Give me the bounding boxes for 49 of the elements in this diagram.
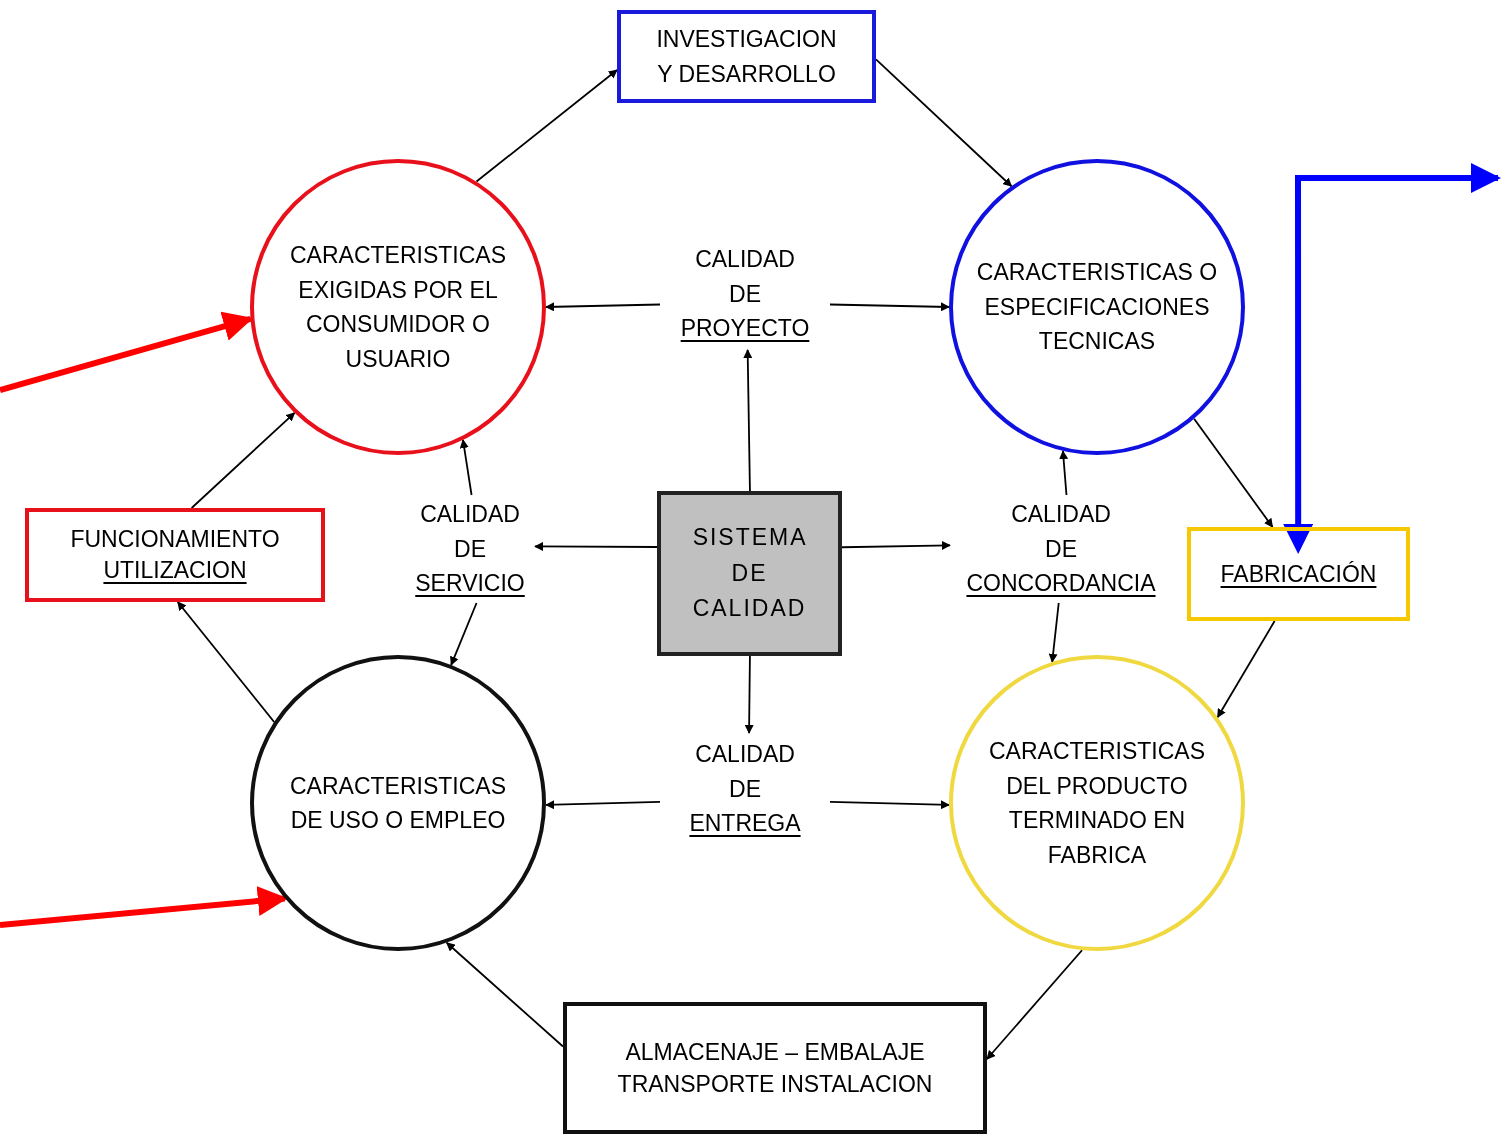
arrow	[1216, 620, 1276, 719]
arrow	[0, 886, 288, 928]
arrow	[445, 941, 564, 1048]
node-label: CALIDAD DE	[695, 245, 795, 309]
node-label: PROYECTO	[680, 314, 810, 344]
arrow	[459, 439, 473, 496]
node-label: FUNCIONAMIENTO	[70, 524, 280, 554]
arrow	[545, 800, 661, 810]
arrow	[743, 349, 753, 492]
node-label: ALMACENAJE – EMBALAJE TRANSPORTE INSTALACION	[616, 1037, 934, 1099]
process-box	[657, 491, 842, 656]
process-circle	[949, 159, 1245, 455]
arrow	[545, 302, 661, 312]
node-label: CONCORDANCIA	[966, 569, 1156, 599]
arrow	[176, 601, 276, 723]
node-label: CARACTERISTICAS EXIGIDAS POR EL CONSUMIDOR O USUARIO	[289, 241, 507, 374]
arrow	[475, 69, 618, 183]
node-label: CARACTERISTICAS DEL PRODUCTO TERMINADO EN FABRICA	[988, 737, 1206, 870]
arrow	[450, 602, 478, 666]
process-circle	[949, 655, 1245, 951]
node-label: SERVICIO	[415, 569, 525, 599]
node-label: CARACTERISTICAS O ESPECIFICACIONES TECNICAS	[975, 258, 1219, 357]
process-box	[25, 508, 325, 602]
node-label: CALIDAD DE	[1011, 500, 1111, 564]
arrow	[829, 800, 950, 810]
node-label: CALIDAD DE	[695, 740, 795, 804]
process-box	[563, 1002, 987, 1134]
arrow	[841, 541, 951, 550]
arrow	[1193, 417, 1274, 528]
arrow	[829, 302, 950, 312]
arrow	[875, 58, 1013, 188]
process-circle	[250, 655, 546, 951]
node-label: UTILIZACION	[103, 556, 247, 585]
arrow	[1059, 450, 1069, 496]
arrow	[534, 541, 658, 551]
arrow	[1048, 602, 1060, 663]
node-label: SISTEMA DE CALIDAD	[692, 523, 807, 624]
arrow	[744, 655, 754, 734]
process-circle	[250, 159, 546, 455]
arrow	[190, 411, 296, 509]
node-label: CARACTERISTICAS DE USO O EMPLEO	[289, 771, 507, 835]
arrow	[986, 949, 1083, 1060]
process-box	[1187, 527, 1410, 621]
node-label: CALIDAD DE	[420, 500, 520, 564]
process-box	[617, 10, 876, 103]
node-label: FABRICACIÓN	[1220, 559, 1377, 589]
node-label: INVESTIGACION Y DESARROLLO	[655, 25, 838, 89]
arrow	[1283, 163, 1501, 554]
node-label: ENTREGA	[689, 809, 801, 839]
